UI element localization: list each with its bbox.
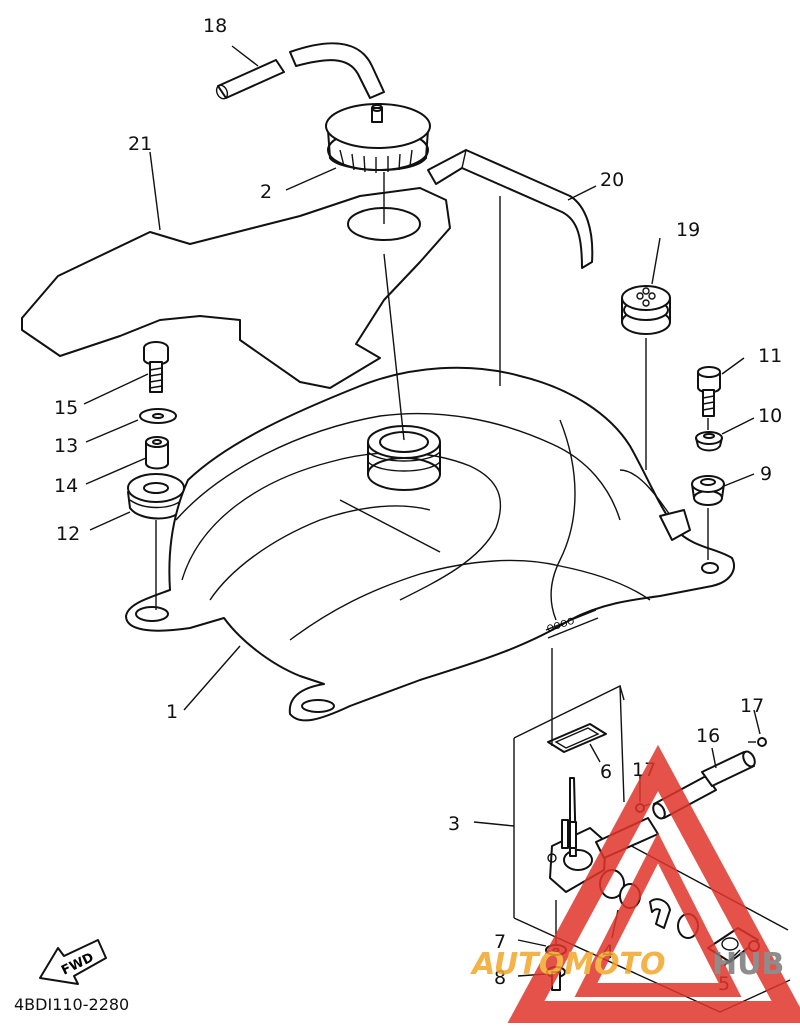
bolt-part-11 (697, 366, 721, 417)
callout-14: 14 (54, 475, 78, 497)
forward-direction-arrow: FWD (39, 939, 107, 985)
clip-part-17-upper (748, 737, 767, 747)
watermark-text-automoto: AUTOMOTO (470, 947, 666, 982)
callout-20: 20 (600, 169, 624, 191)
callout-3: 3 (448, 813, 460, 835)
callout-18: 18 (203, 15, 227, 37)
breather-hose-part-18 (215, 42, 385, 100)
damper-part-12 (127, 473, 185, 520)
callout-13: 13 (54, 435, 78, 457)
damper-part-9 (691, 475, 725, 506)
collar-part-14 (145, 436, 169, 470)
pad-part-21 (21, 187, 451, 389)
bolt-part-15 (143, 341, 169, 393)
callout-10: 10 (758, 405, 782, 427)
gasket-part-6 (547, 723, 607, 753)
callout-9: 9 (760, 463, 772, 485)
callout-12: 12 (56, 523, 80, 545)
fuel-cap-part-2 (325, 103, 431, 173)
collar-part-10 (695, 431, 723, 452)
callout-8: 8 (494, 967, 506, 989)
callout-11: 11 (758, 345, 782, 367)
callout-7: 7 (494, 931, 506, 953)
callout-17-upper: 17 (740, 695, 764, 717)
callout-15: 15 (54, 397, 78, 419)
tank-strap-part-20 (427, 149, 594, 269)
grommet-part-19 (621, 285, 671, 335)
callout-19: 19 (676, 219, 700, 241)
callout-16: 16 (696, 725, 720, 747)
callout-1: 1 (166, 701, 178, 723)
callout-6: 6 (600, 761, 612, 783)
automotohub-watermark: AUTOMOTO HUB (470, 744, 800, 1023)
washer-part-13 (139, 408, 177, 424)
diagram-code: 4BDI110-2280 (14, 995, 129, 1014)
callout-2: 2 (260, 181, 272, 203)
callout-21: 21 (128, 133, 152, 155)
watermark-text-hub: HUB (712, 947, 784, 982)
callout-labels: 18 2 21 20 19 11 10 9 15 13 14 12 1 3 6 … (54, 15, 782, 995)
fuel-tank-part-1: OOOO (125, 366, 735, 722)
